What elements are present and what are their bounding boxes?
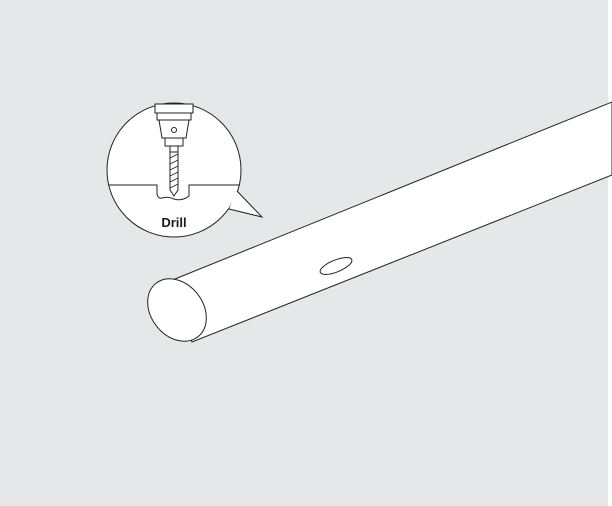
rod (147, 101, 612, 343)
rod-end-face (147, 278, 207, 342)
drilled-hole (319, 257, 353, 275)
drill-callout: Drill (106, 102, 264, 238)
drill-bit-icon (154, 103, 194, 197)
callout-label: Drill (161, 215, 186, 230)
callout-pointer (228, 190, 264, 218)
rod-body (169, 101, 612, 343)
material-section-line (108, 184, 240, 201)
